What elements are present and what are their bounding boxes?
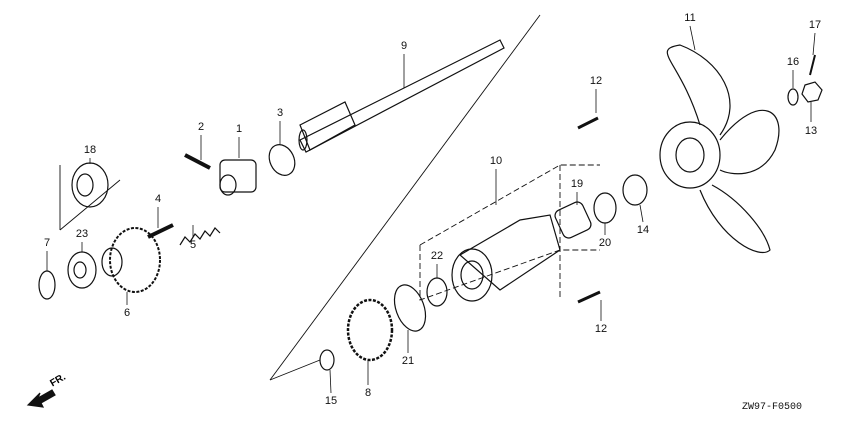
callout-4: 4 [154,193,162,205]
callout-8: 8 [364,387,372,399]
ring-part [38,270,56,300]
callout-1: 1 [235,123,243,135]
leader-lines [46,25,816,394]
callout-7: 7 [43,237,51,249]
front-direction-arrow-icon [26,389,56,408]
callout-21: 21 [401,355,415,367]
callout-5: 5 [189,239,197,251]
callout-6: 6 [123,307,131,319]
callout-20: 20 [598,237,612,249]
callout-19: 19 [570,178,584,190]
seal-part [593,192,617,224]
callout-10: 10 [489,155,503,167]
pin-part [184,153,211,170]
thrust-washer [622,174,648,206]
callout-11: 11 [684,12,696,24]
callout-16: 16 [786,56,800,68]
o-ring-part [393,284,427,332]
spring-part [179,227,221,246]
bearing-part [71,162,109,208]
callout-22: 22 [430,250,444,262]
propeller-shaft [298,39,505,153]
gear-part [101,227,161,293]
reference-lines [59,14,600,381]
bevel-gear [346,298,394,362]
washer-part [319,349,335,371]
callout-9: 9 [400,40,408,52]
callout-18: 18 [83,144,97,156]
washer-part [787,88,799,106]
clutch-part [219,159,257,196]
callout-17: 17 [808,19,822,31]
pin-part [147,223,174,239]
drawing-code: ZW97-F0500 [742,402,803,413]
callout-2: 2 [197,121,205,133]
propeller [659,44,780,254]
nut-part [801,81,823,103]
callout-3: 3 [276,107,284,119]
callout-14: 14 [636,224,650,236]
callout-13: 13 [804,125,818,137]
callout-23: 23 [75,228,89,240]
needle-bearing [554,201,592,239]
bearing-part [426,277,448,307]
cotter-pin [809,54,816,76]
callout-12: 12 [589,75,603,87]
callout-15: 15 [324,395,338,407]
callout-12b: 12 [594,323,608,335]
bolt-part [577,116,599,130]
bearing-part [67,251,97,289]
bearing-housing [451,214,561,302]
ring-part [268,144,296,176]
bolt-part [577,290,601,304]
